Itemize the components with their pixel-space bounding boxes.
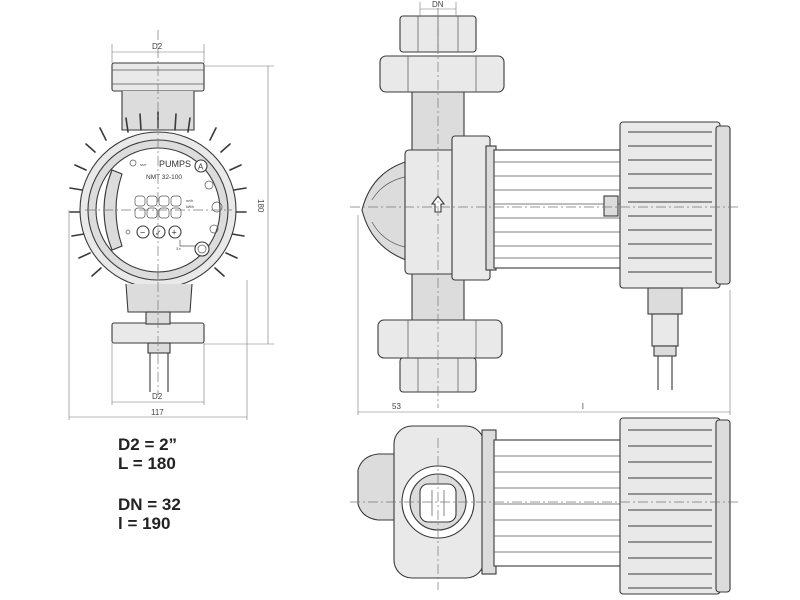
side-bottom-union	[377, 319, 503, 359]
spec-small-l: l = 190	[118, 514, 171, 533]
side-dimensions: DN 53 l	[357, 0, 731, 415]
terminal-box-fins	[628, 131, 712, 273]
motor-flange	[451, 135, 491, 281]
svg-text:✓: ✓	[155, 229, 162, 238]
dim-length-l: l	[582, 402, 584, 411]
power-icon	[125, 229, 131, 235]
svg-text:3 x: 3 x	[176, 247, 181, 251]
dim-height-180: 180	[256, 199, 265, 213]
front-dimensions: D2 180 D2 117	[68, 42, 274, 420]
dim-offset-53: 53	[392, 402, 401, 411]
digit-display	[134, 195, 182, 219]
side-view	[350, 8, 740, 408]
side-cable	[657, 356, 673, 390]
side-volute	[404, 149, 458, 275]
terminal-box	[619, 121, 721, 289]
side-cable-gland	[647, 287, 683, 315]
minus-button[interactable]	[136, 225, 150, 239]
dim-dn: DN	[432, 0, 444, 9]
spec-d2: D2 = 2”	[118, 435, 178, 454]
motor-fins	[494, 161, 624, 259]
spec-dn: DN = 32	[118, 495, 181, 514]
front-bottom-neck	[125, 283, 193, 313]
front-view: NMT PUMPS NMT 32-100 A m³/h kW/h − ✓ +	[69, 30, 247, 395]
front-cable	[149, 353, 169, 392]
hand-icon	[204, 180, 214, 190]
brand-logo-icon	[129, 159, 137, 167]
svg-text:−: −	[140, 228, 145, 238]
side-top-union	[379, 55, 505, 93]
graph-icon	[209, 224, 219, 234]
svg-text:NMT: NMT	[140, 163, 147, 167]
spec-l: L = 180	[118, 454, 176, 473]
motor-body	[493, 149, 625, 269]
clock-icon	[211, 201, 223, 213]
mode-button-label: A	[198, 163, 204, 172]
dim-d2-bottom: D2	[152, 392, 163, 401]
panel-brand: PUMPS	[159, 159, 191, 169]
top-view	[350, 417, 740, 595]
speed-dial-icon	[194, 241, 210, 257]
top-terminal-box	[619, 417, 721, 595]
dim-d2-top: D2	[152, 42, 163, 51]
control-panel-edge	[715, 125, 731, 285]
dim-width-117: 117	[151, 408, 164, 417]
panel-model: NMT 32-100	[146, 174, 182, 181]
svg-text:m³/h: m³/h	[186, 199, 193, 203]
cable-gland	[147, 342, 171, 354]
mode-button-a[interactable]	[194, 159, 208, 173]
plus-button[interactable]	[168, 225, 182, 239]
confirm-button[interactable]	[152, 225, 166, 239]
top-motor-body	[493, 439, 625, 567]
svg-text:kW/h: kW/h	[186, 205, 194, 209]
svg-text:+: +	[172, 228, 177, 238]
